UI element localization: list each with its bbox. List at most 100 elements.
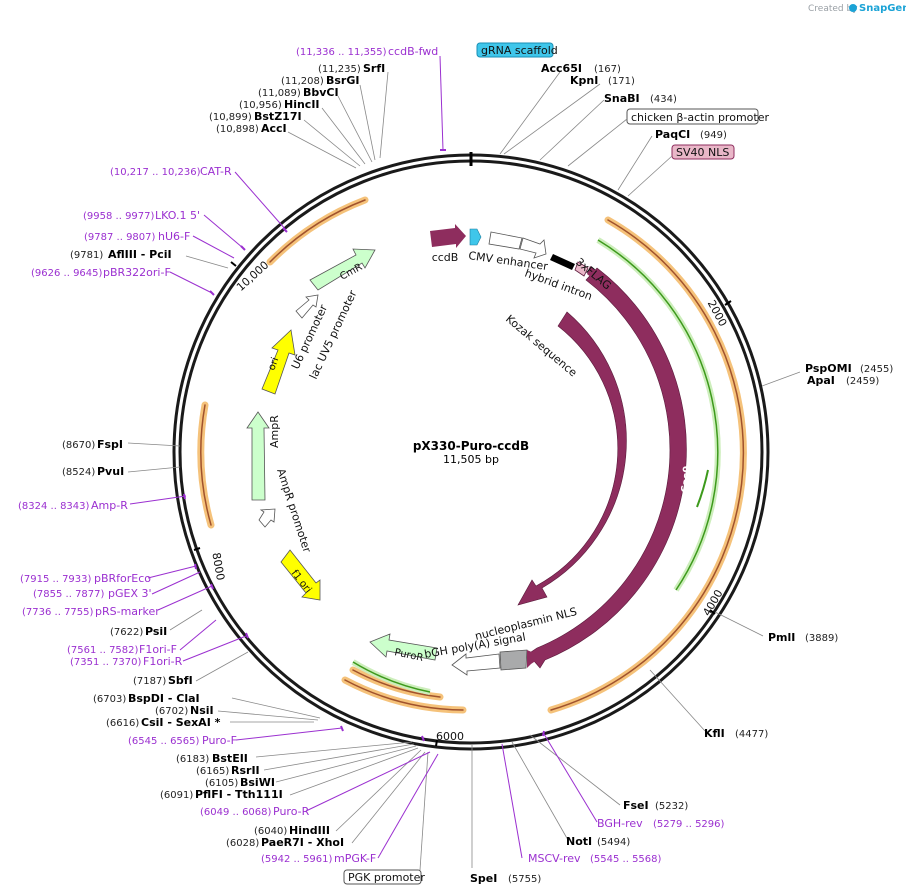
ampr-arrow[interactable] <box>246 411 270 501</box>
u6-promoter-arrow[interactable] <box>295 294 319 319</box>
site-name-noti[interactable]: NotI <box>566 835 592 848</box>
puror-arrow[interactable] <box>369 633 438 661</box>
site-name-csii[interactable]: CsiI - SexAI * <box>141 716 221 729</box>
primer-name-amp-r[interactable]: Amp-R <box>91 499 128 512</box>
bgh-polya-block[interactable] <box>499 649 528 671</box>
site-name-pspomi[interactable]: PspOMI <box>805 362 852 375</box>
sv40-nls-block[interactable] <box>574 261 589 277</box>
primer-name-cat-r[interactable]: CAT-R <box>200 165 232 178</box>
primer-pos-mscv-rev: (5545 .. 5568) <box>590 854 662 865</box>
primer-name-ccdb-fwd[interactable]: ccdB-fwd <box>388 45 438 58</box>
primer-marks <box>183 149 545 742</box>
site-name-apai[interactable]: ApaI <box>807 374 835 387</box>
nucleoplasmin-nls-block[interactable] <box>527 650 537 668</box>
primer-pos-puro-r: (6049 .. 6068) <box>200 807 272 818</box>
primer-pos-mpgk-f: (5942 .. 5961) <box>261 854 333 865</box>
cmv-enhancer-arrow[interactable] <box>488 231 523 250</box>
sv40-nls-box-label: SV40 NLS <box>676 146 729 159</box>
chicken-actin-box[interactable] <box>626 108 759 125</box>
site-name-paqci[interactable]: PaqCI <box>655 128 690 141</box>
site-name-acc65i[interactable]: Acc65I <box>541 62 582 75</box>
ccdb-arrow[interactable] <box>430 224 466 248</box>
site-pos-bsiwi: (6105) <box>205 778 238 789</box>
sv40-nls-box[interactable] <box>671 144 735 160</box>
tick-2000 <box>724 300 732 306</box>
site-name-pflfi[interactable]: PflFI - Tth111I <box>195 788 283 801</box>
site-name-kfli[interactable]: KflI <box>704 727 725 740</box>
site-name-hindiii[interactable]: HindIII <box>289 824 330 837</box>
primer-name-lko[interactable]: LKO.1 5' <box>155 209 200 222</box>
snapgene-logo-icon <box>849 4 857 12</box>
green-arc-cas9-line <box>597 239 719 591</box>
site-name-spei[interactable]: SpeI <box>470 872 497 885</box>
site-pos-rsrii: (6165) <box>196 766 229 777</box>
primer-name-hu6[interactable]: hU6-F <box>158 230 190 243</box>
grna-scaffold-box-label: gRNA scaffold <box>481 44 558 57</box>
ampr-promoter-arrow[interactable] <box>258 508 276 528</box>
site-pos-srfi: (11,235) <box>318 64 361 75</box>
primer-name-mscv-rev[interactable]: MSCV-rev <box>528 852 581 865</box>
primer-name-puro-f[interactable]: Puro-F <box>202 734 237 747</box>
primer-name-mpgk-f[interactable]: mPGK-F <box>334 852 376 865</box>
ori-label: ori <box>266 356 281 372</box>
primer-pos-puro-f: (6545 .. 6565) <box>128 736 200 747</box>
tick-6000 <box>435 739 438 747</box>
site-pos-psii: (7622) <box>110 627 143 638</box>
plasmid-length: 11,505 bp <box>443 453 499 466</box>
site-name-fspi[interactable]: FspI <box>97 438 123 451</box>
primer-name-puro-r[interactable]: Puro-R <box>273 805 310 818</box>
site-leader-lines <box>127 71 801 871</box>
site-pos-sbfi: (7187) <box>133 676 166 687</box>
site-pos-bspdi: (6703) <box>93 694 126 705</box>
site-name-rsrii[interactable]: RsrII <box>231 764 260 777</box>
flag-block[interactable] <box>587 266 596 278</box>
site-pos-spei: (5755) <box>508 874 541 885</box>
primer-name-f1ori-f[interactable]: F1ori-F <box>139 643 177 656</box>
cas9-outer-arrow[interactable] <box>527 267 687 669</box>
primer-leader-lines <box>129 55 598 859</box>
site-pos-fspi: (8670) <box>62 440 95 451</box>
primer-name-prs[interactable]: pRS-marker <box>95 605 160 618</box>
site-name-psii[interactable]: PsiI <box>145 625 167 638</box>
bgh-arrow[interactable] <box>451 653 501 676</box>
site-name-srfi[interactable]: SrfI <box>363 62 385 75</box>
site-name-bspdi[interactable]: BspDI - ClaI <box>128 692 200 705</box>
site-name-bsiwi[interactable]: BsiWI <box>240 776 275 789</box>
cmr-arrow[interactable] <box>309 248 376 291</box>
site-name-bsrgi[interactable]: BsrGI <box>326 74 359 87</box>
site-name-afliii[interactable]: AflIII - PciI <box>108 248 172 261</box>
site-name-acci[interactable]: AccI <box>261 122 287 135</box>
f1-ori-arrow[interactable] <box>280 549 321 601</box>
primer-name-bgh-rev[interactable]: BGH-rev <box>597 817 643 830</box>
site-name-bbvci[interactable]: BbvCI <box>303 86 339 99</box>
site-name-kpni[interactable]: KpnI <box>570 74 598 87</box>
site-pos-pflfi: (6091) <box>160 790 193 801</box>
primer-name-pbr322[interactable]: pBR322ori-F <box>103 266 171 279</box>
site-name-pmli[interactable]: PmlI <box>768 631 795 644</box>
primer-name-pgex[interactable]: pGEX 3' <box>108 587 152 600</box>
primer-pos-f1ori-r: (7351 .. 7370) <box>70 657 142 668</box>
grna-scaffold-box[interactable] <box>476 42 554 58</box>
tick-10000 <box>230 261 237 267</box>
site-name-hincii[interactable]: HincII <box>284 98 320 111</box>
site-name-sbfi[interactable]: SbfI <box>168 674 193 687</box>
site-pos-pvui: (8524) <box>62 467 95 478</box>
site-name-fsei[interactable]: FseI <box>623 799 649 812</box>
site-name-nsii[interactable]: NsiI <box>190 704 214 717</box>
hybrid-intron-arrow[interactable] <box>519 237 547 259</box>
ori-arrow[interactable] <box>261 329 296 395</box>
site-name-paer7i[interactable]: PaeR7I - XhoI <box>261 836 344 849</box>
site-name-pvui[interactable]: PvuI <box>97 465 124 478</box>
grna-scaffold-arrow[interactable] <box>469 228 482 246</box>
site-name-bstz17i[interactable]: BstZ17I <box>254 110 302 123</box>
primer-name-f1ori-r[interactable]: F1ori-R <box>143 655 183 668</box>
pgk-promoter-box[interactable] <box>343 869 422 885</box>
site-name-snabi[interactable]: SnaBI <box>604 92 640 105</box>
primer-name-pbrforeco[interactable]: pBRforEco <box>94 572 151 585</box>
cas9-inner-arrow[interactable] <box>517 311 627 606</box>
site-pos-paqci: (949) <box>700 130 727 141</box>
primer-pos-f1ori-f: (7561 .. 7582) <box>67 645 139 656</box>
site-name-bsteii[interactable]: BstEII <box>212 752 248 765</box>
tick-marks <box>193 261 732 747</box>
site-pos-bbvci: (11,089) <box>258 88 301 99</box>
